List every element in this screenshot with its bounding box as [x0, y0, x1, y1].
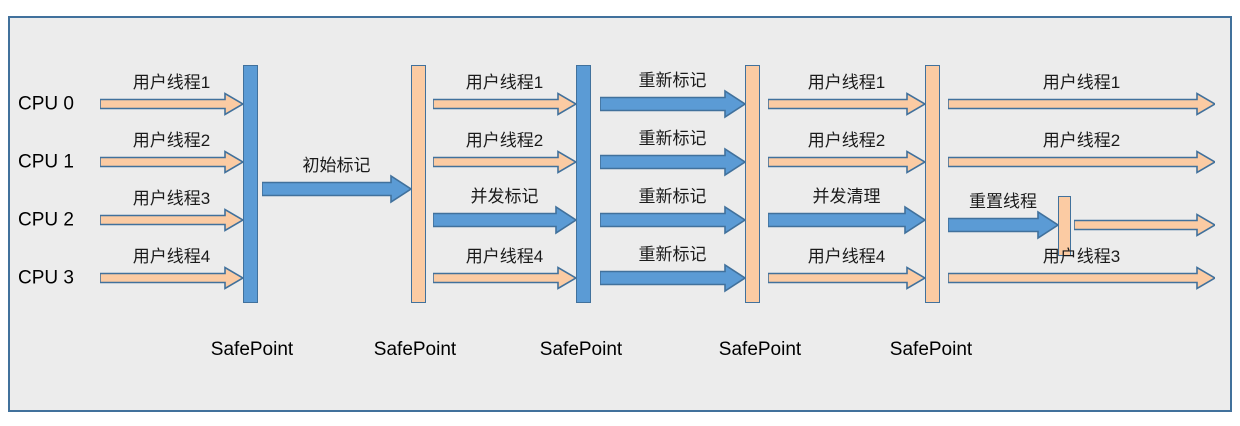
- arrow-cpu1-user-thread-2-stage4-label: 用户线程2: [807, 131, 886, 150]
- arrow-cpu0-remark: [600, 89, 745, 119]
- arrow-cpu2-concurrent-sweep: [768, 205, 925, 235]
- arrow-cpu0-user-thread-1-stage1: [100, 92, 243, 117]
- arrow-cpu0-user-thread-1-stage2-label: 用户线程1: [465, 73, 544, 92]
- arrow-cpu3-user-thread-4-stage2: [433, 266, 576, 291]
- arrow-cpu3-remark: [600, 263, 745, 293]
- arrow-cpu3-user-thread-4-stage1-label: 用户线程4: [132, 247, 211, 266]
- arrow-cpu0-user-thread-1-stage2: [433, 92, 576, 117]
- arrow-cpu3-user-thread-3-stage5-label: 用户线程3: [1042, 247, 1121, 266]
- safepoint-label-2: SafePoint: [373, 339, 457, 360]
- arrow-cpu2-concurrent-sweep-label: 并发清理: [812, 187, 881, 206]
- arrow-cpu1-user-thread-2-stage5: [948, 150, 1215, 175]
- arrow-cpu0-user-thread-1-stage1-label: 用户线程1: [132, 73, 211, 92]
- safepoint-bar-6-short: [1058, 196, 1071, 256]
- arrow-cpu3-user-thread-4-stage2-label: 用户线程4: [465, 247, 544, 266]
- arrow-cpu2-remark: [600, 205, 745, 235]
- cpu-row-label-0: CPU 0: [18, 93, 74, 115]
- arrow-cpu1-user-thread-2-stage2-label: 用户线程2: [465, 131, 544, 150]
- arrow-cpu2-concurrent-mark: [433, 205, 576, 235]
- arrow-cpu3-user-thread-4-stage4: [768, 266, 925, 291]
- arrow-cpu2-user-thread-3-stage1-label: 用户线程3: [132, 189, 211, 208]
- arrow-cpu2-reset-thread: [948, 210, 1058, 240]
- arrow-cpu2-remark-label: 重新标记: [638, 187, 707, 206]
- arrow-initial-mark: [262, 174, 411, 204]
- arrow-cpu1-user-thread-2-stage1: [100, 150, 243, 175]
- arrow-cpu3-user-thread-4-stage4-label: 用户线程4: [807, 247, 886, 266]
- arrow-cpu2-concurrent-mark-label: 并发标记: [470, 187, 539, 206]
- safepoint-bar-5: [925, 65, 940, 303]
- arrow-cpu0-user-thread-1-stage5-label: 用户线程1: [1042, 73, 1121, 92]
- safepoint-bar-2: [411, 65, 426, 303]
- arrow-cpu1-user-thread-2-stage2: [433, 150, 576, 175]
- arrow-cpu1-user-thread-2-stage1-label: 用户线程2: [132, 131, 211, 150]
- arrow-cpu0-user-thread-1-stage4: [768, 92, 925, 117]
- arrow-cpu0-remark-label: 重新标记: [638, 71, 707, 90]
- safepoint-bar-3: [576, 65, 591, 303]
- arrow-cpu3-remark-label: 重新标记: [638, 245, 707, 264]
- safepoint-label-1: SafePoint: [210, 339, 294, 360]
- cpu-row-label-2: CPU 2: [18, 209, 74, 231]
- arrow-cpu0-user-thread-1-stage4-label: 用户线程1: [807, 73, 886, 92]
- arrow-cpu1-remark-label: 重新标记: [638, 129, 707, 148]
- safepoint-bar-4: [745, 65, 760, 303]
- arrow-cpu0-user-thread-1-stage5: [948, 92, 1215, 117]
- safepoint-bar-1: [243, 65, 258, 303]
- cpu-row-label-3: CPU 3: [18, 267, 74, 289]
- safepoint-label-3: SafePoint: [539, 339, 623, 360]
- safepoint-label-4: SafePoint: [718, 339, 802, 360]
- arrow-cpu3-user-thread-4-stage1: [100, 266, 243, 291]
- arrow-cpu2-reset-thread-label: 重置线程: [969, 192, 1037, 211]
- safepoint-label-5: SafePoint: [889, 339, 973, 360]
- arrow-cpu1-remark: [600, 147, 745, 177]
- arrow-cpu3-user-thread-3-stage5: [948, 266, 1215, 291]
- arrow-cpu2-user-thread-3-stage1: [100, 208, 243, 233]
- arrow-cpu1-user-thread-2-stage4: [768, 150, 925, 175]
- arrow-cpu1-user-thread-2-stage5-label: 用户线程2: [1042, 131, 1121, 150]
- cpu-row-label-1: CPU 1: [18, 151, 74, 173]
- arrow-cpu2-tail-stage5: [1074, 213, 1215, 238]
- arrow-initial-mark-label: 初始标记: [302, 156, 371, 175]
